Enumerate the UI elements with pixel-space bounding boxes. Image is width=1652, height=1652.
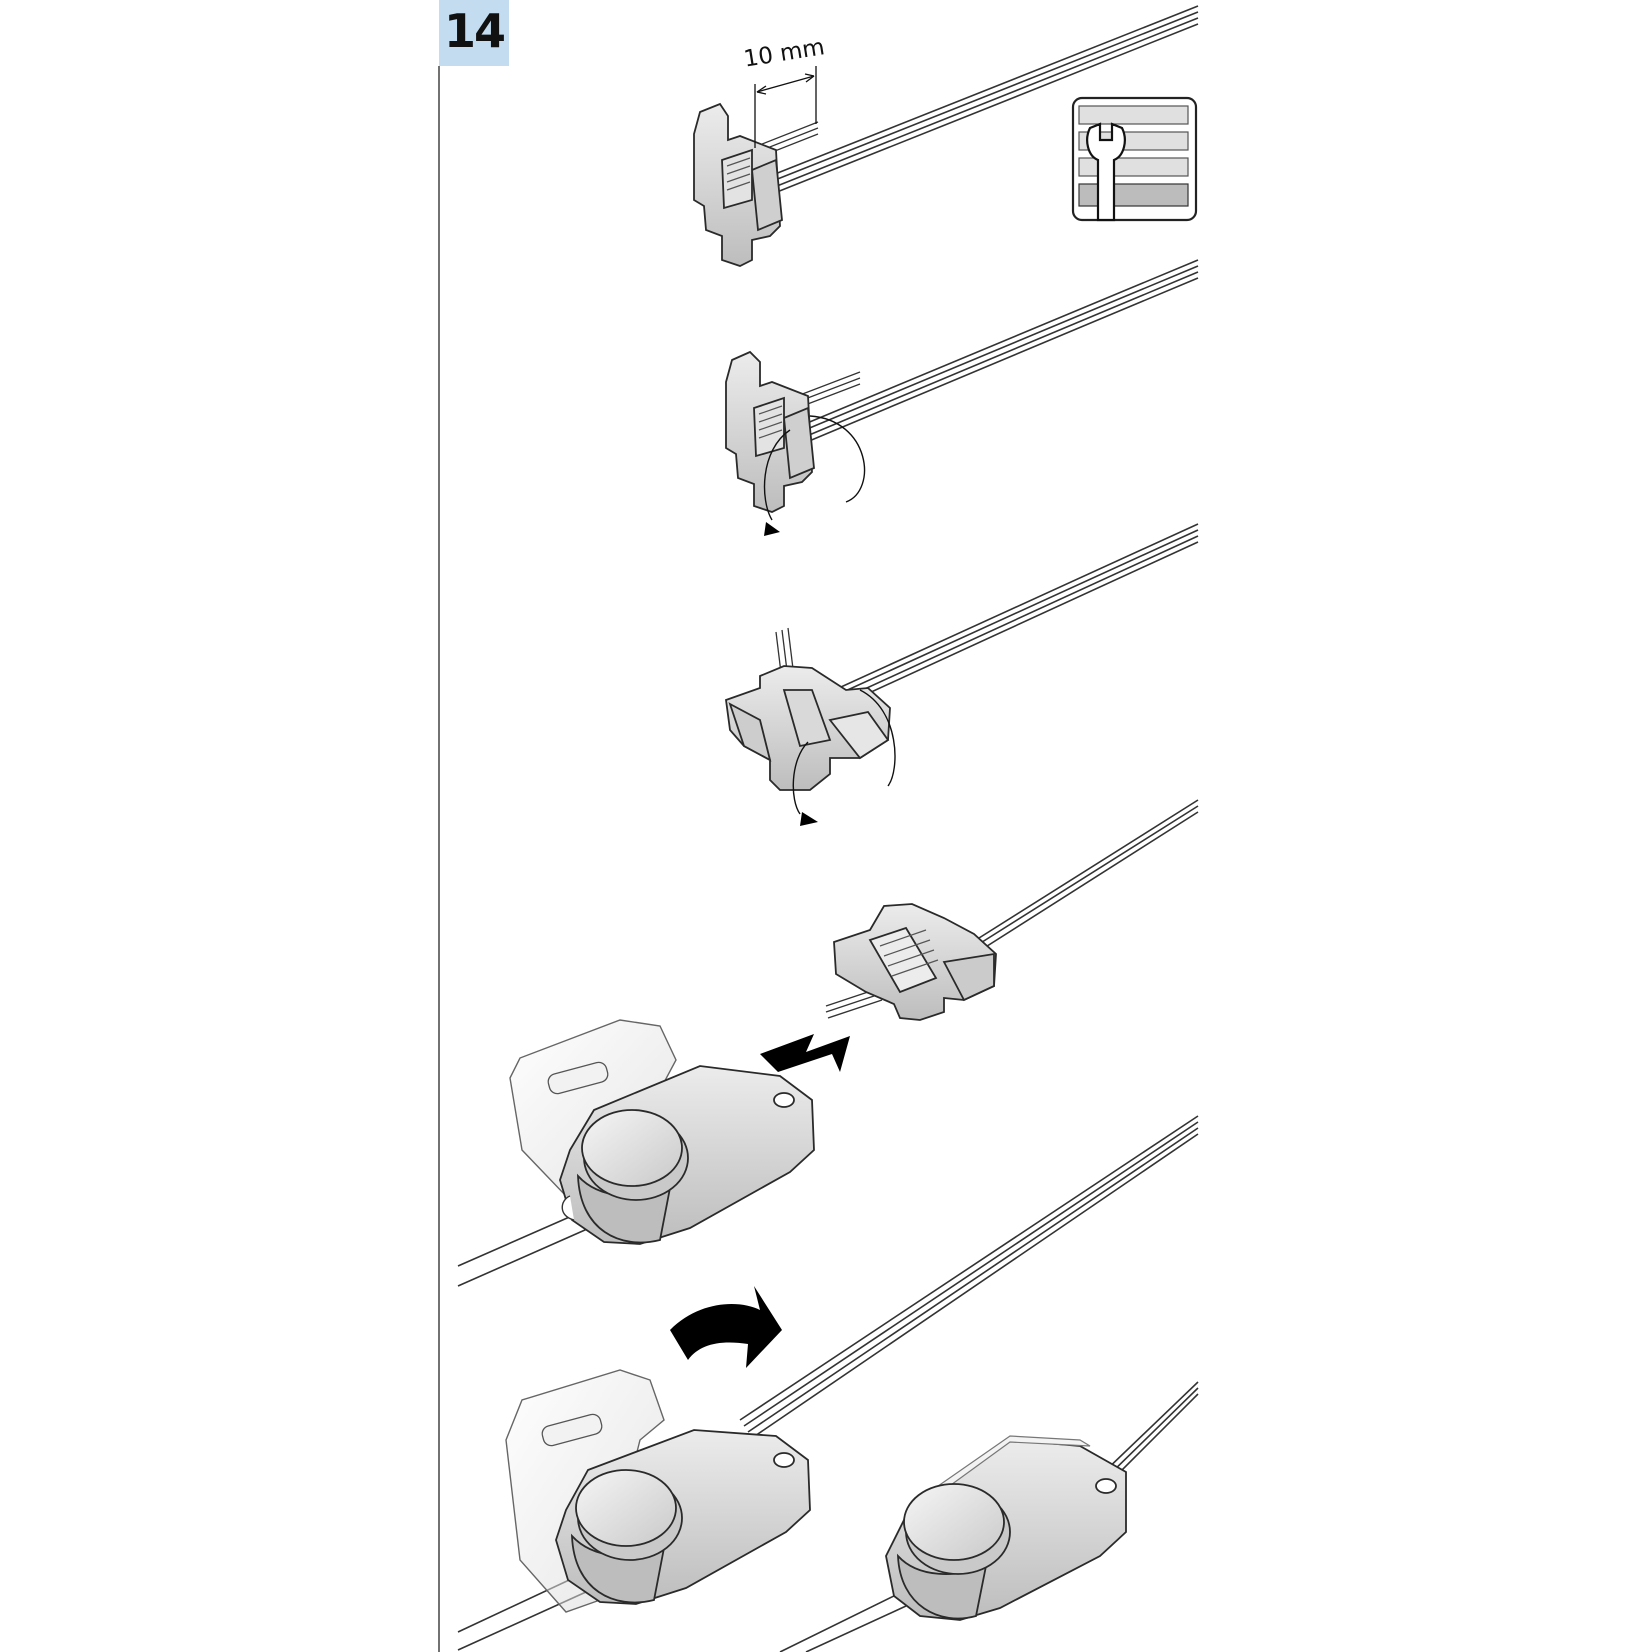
- step-number: 14: [443, 4, 506, 58]
- cable-entry: [561, 1195, 575, 1221]
- switch-button: [903, 1483, 1011, 1575]
- panel-2-wind-wire: [725, 259, 1199, 536]
- panel-3-fold-wires: [725, 523, 1199, 826]
- panel-7-switch-closed: [779, 1381, 1199, 1652]
- flat-cable: [769, 5, 1199, 195]
- rotation-arrow-icon: [792, 689, 896, 815]
- panel-4-closed-clip: [825, 799, 1199, 1021]
- flat-cable: [1099, 1381, 1199, 1485]
- rotation-arrowhead: [764, 522, 780, 536]
- rotation-arrowhead: [800, 812, 818, 826]
- panel-6-switch-closing: [457, 1115, 1199, 1651]
- switch-button: [581, 1109, 689, 1201]
- flat-cable: [959, 799, 1199, 963]
- step-badge: [439, 0, 509, 66]
- panel-5-switch-open: [457, 1019, 815, 1287]
- cable-clip: [833, 903, 997, 1021]
- wrench-icon: [1071, 96, 1198, 222]
- flat-cable: [739, 1115, 1199, 1439]
- cable-clip: [725, 350, 815, 513]
- dimension-marker: [754, 66, 817, 148]
- flat-cable: [829, 523, 1199, 711]
- push-arrow-icon: [760, 1034, 850, 1072]
- rotation-arrow-icon: [763, 415, 866, 521]
- cable-clip: [693, 102, 783, 267]
- flat-cable: [799, 259, 1199, 445]
- mains-cable: [779, 1591, 907, 1652]
- switch-button: [575, 1469, 683, 1561]
- flip-arrow-icon: [670, 1286, 782, 1368]
- cable-clip: [725, 665, 891, 791]
- panel-1-strip-cable: [693, 5, 1199, 267]
